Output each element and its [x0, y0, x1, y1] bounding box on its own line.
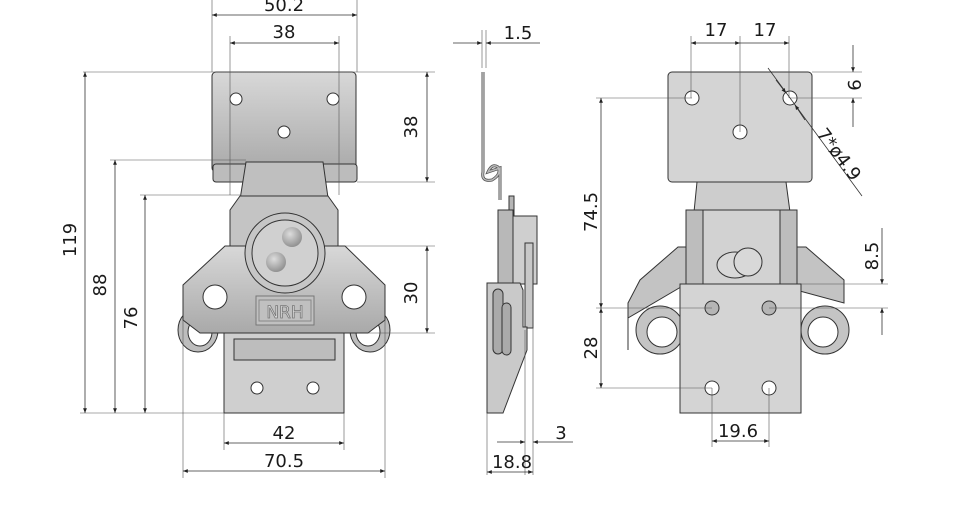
- dim-hole-vertical-spacing: 74.5: [581, 192, 602, 232]
- rear-view: 17 17 9 7*ø4.9 74.5 28 8.5 19.6: [581, 20, 888, 447]
- rear-dimensions: [596, 36, 888, 447]
- dim-hole-spacing-left: 17: [705, 20, 728, 41]
- mounting-hole: [306, 381, 320, 395]
- top-plate: [211, 71, 357, 173]
- side-view: 1.5 3 18.8: [453, 23, 573, 475]
- mounting-hole: [277, 125, 291, 139]
- dim-bottom-hole-spacing-v: 28: [581, 337, 602, 360]
- spring-loops: [635, 305, 850, 355]
- front-view: NRH 50.2 38 38 30 119 88: [60, 0, 435, 478]
- dim-76: 76: [121, 307, 142, 330]
- dim-88: 88: [90, 274, 111, 297]
- dim-hole-spacing-top: 38: [273, 22, 296, 43]
- rear-bottom-plate: [679, 283, 802, 414]
- dim-hole-edge-offset: 9: [843, 79, 864, 90]
- dim-bottom-plate-width: 42: [273, 423, 296, 444]
- dim-depth: 18.8: [492, 452, 532, 473]
- dim-8-5: 8.5: [862, 242, 883, 271]
- mounting-hole: [229, 92, 243, 106]
- dim-offset: 3: [555, 423, 566, 444]
- dim-hole-callout: 7*ø4.9: [812, 124, 865, 185]
- dim-top-width: 50.2: [264, 0, 304, 16]
- dim-thickness: 1.5: [504, 23, 533, 44]
- front-dimensions: [80, 0, 435, 478]
- dim-overall-height: 119: [60, 223, 81, 257]
- dim-bottom-hole-spacing-h: 19.6: [718, 421, 758, 442]
- side-dimensions: [453, 30, 573, 475]
- dim-wing-height: 30: [401, 282, 422, 305]
- hinge-barrel: [233, 338, 336, 361]
- dim-overall-width: 70.5: [264, 451, 304, 472]
- mounting-hole: [326, 92, 340, 106]
- dim-top-plate-height: 38: [401, 116, 422, 139]
- logo-nrh: NRH: [266, 303, 303, 323]
- mounting-hole: [250, 381, 264, 395]
- dim-hole-spacing-right: 17: [754, 20, 777, 41]
